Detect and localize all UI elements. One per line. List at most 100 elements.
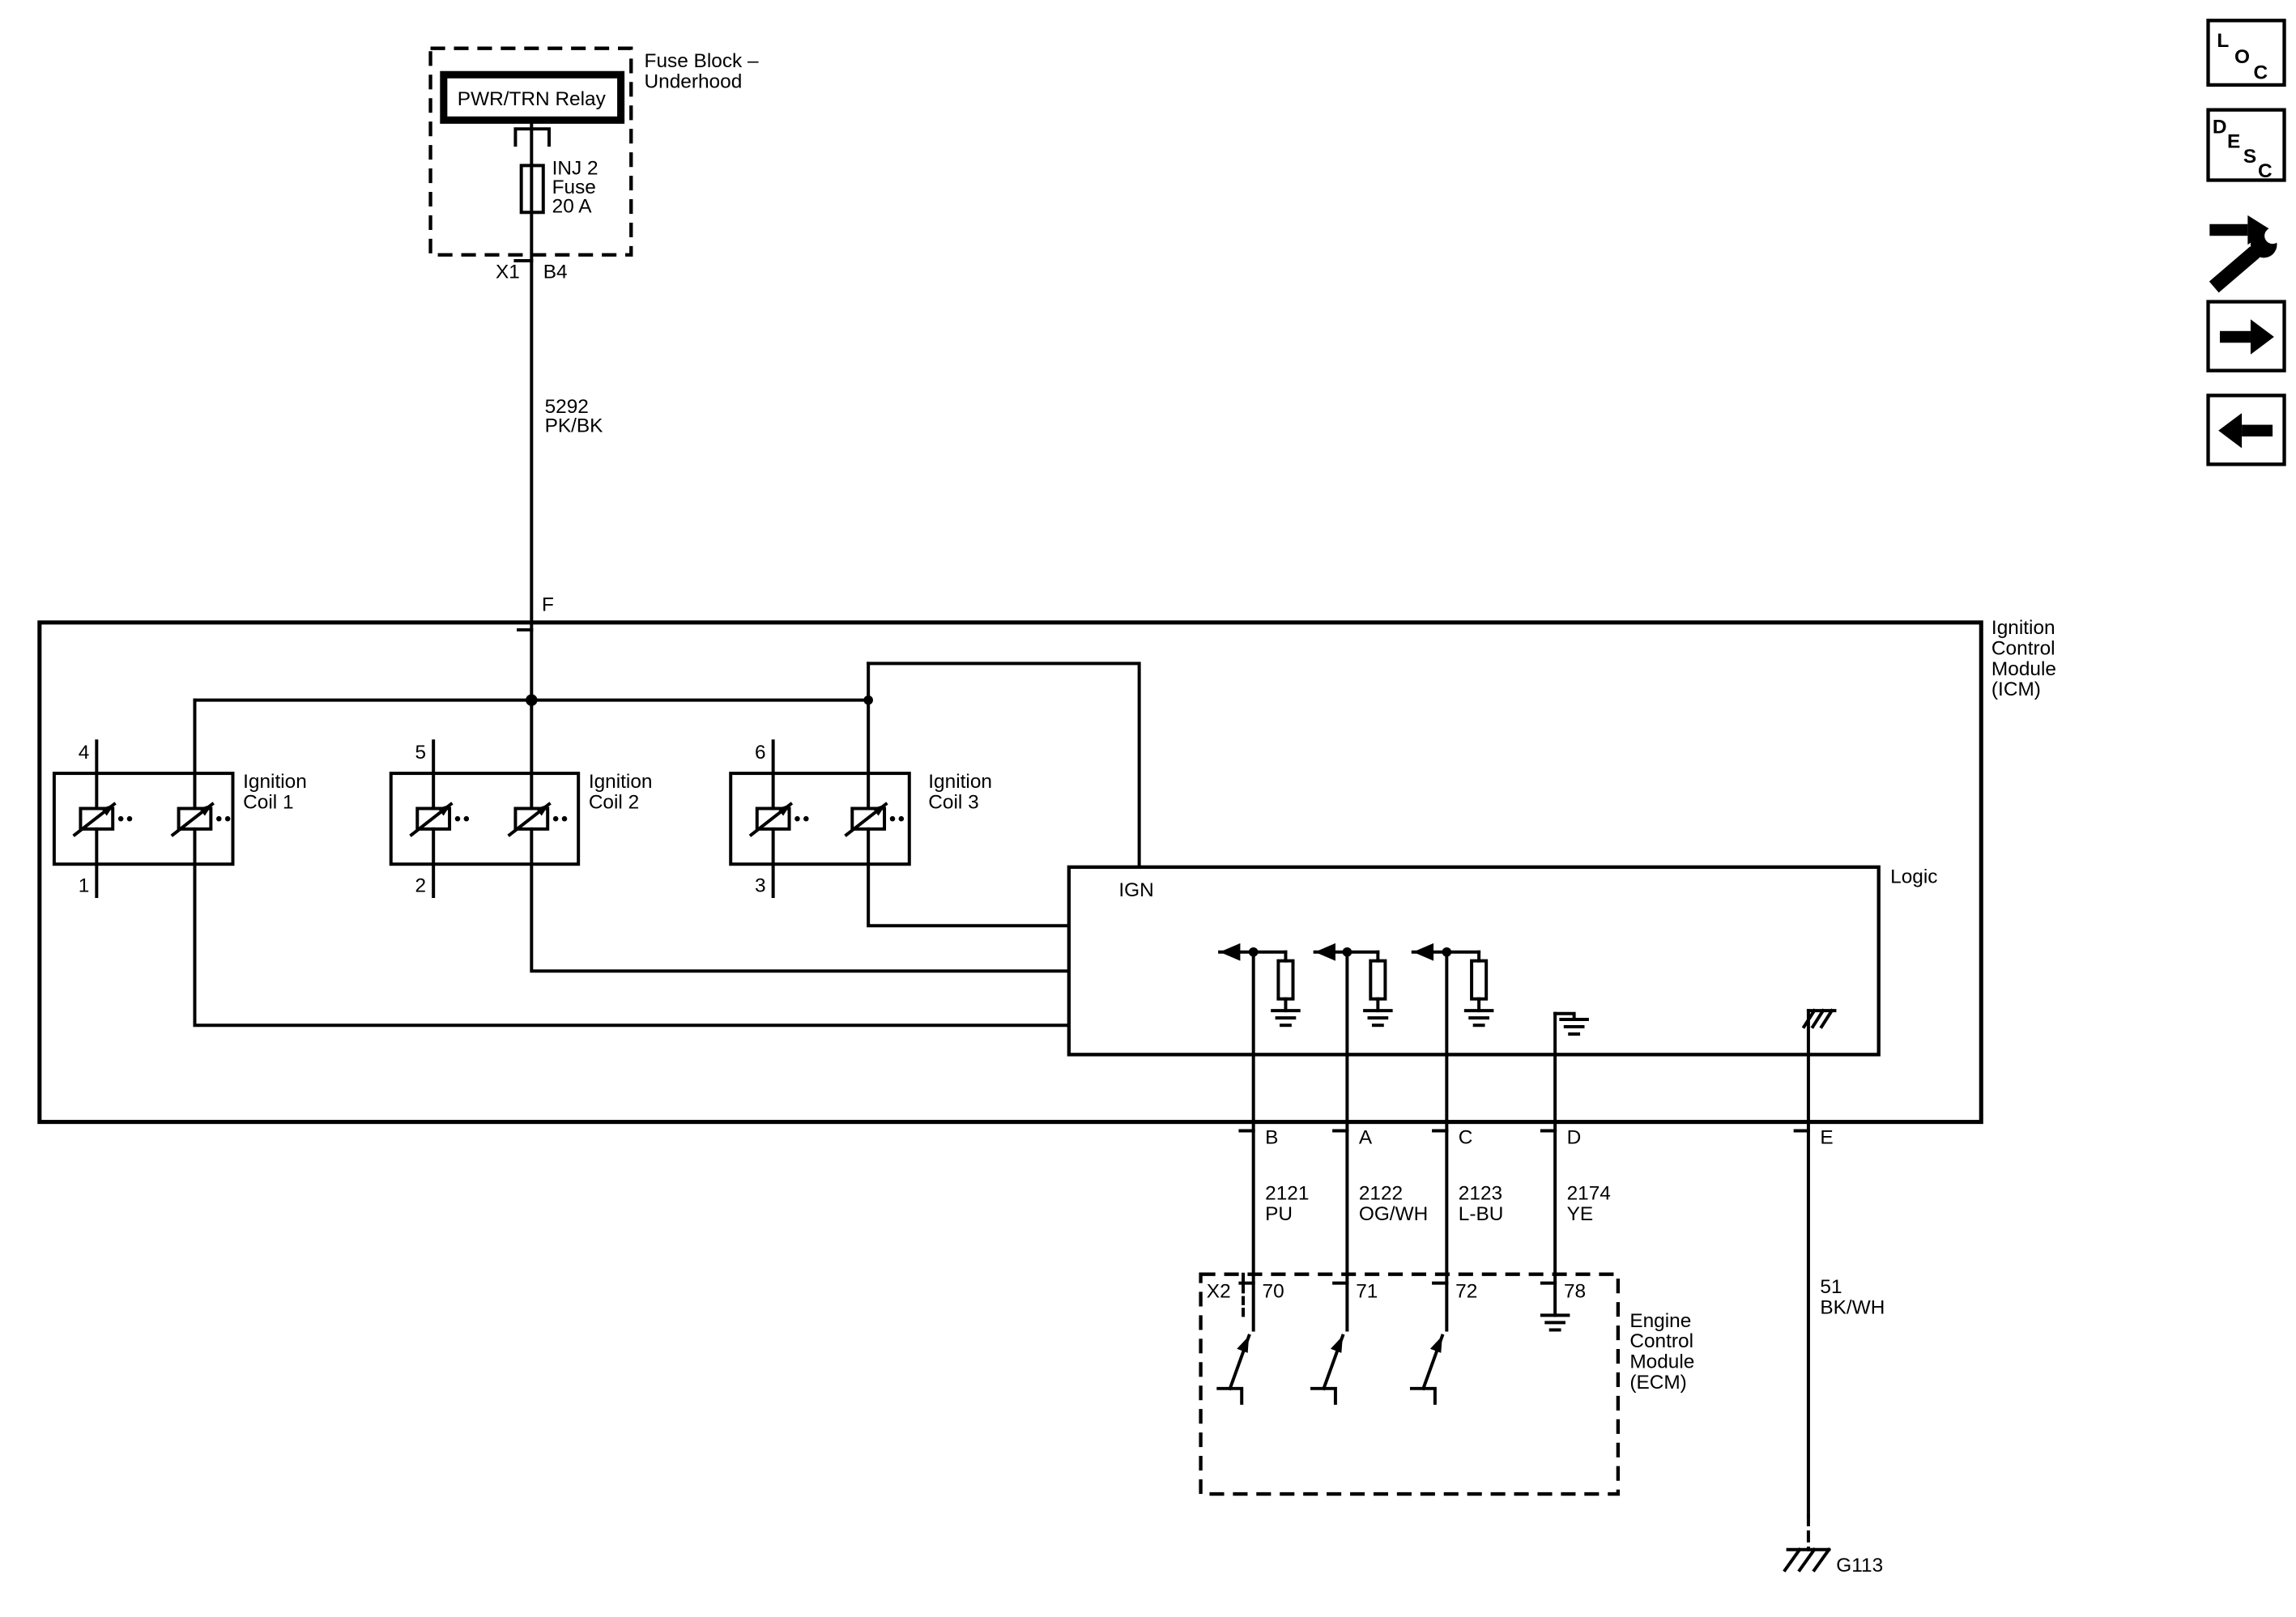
signal-wire-e: E 51 BK/WH	[1793, 1009, 1885, 1551]
pulldown-resistor	[1470, 959, 1489, 1001]
fuse-block-outline	[428, 46, 633, 257]
wire-2174-circuit: 2174	[1567, 1182, 1611, 1204]
coil1-label-1: Ignition	[243, 771, 307, 793]
ecm-pin-72-label: 72	[1455, 1281, 1477, 1303]
coil2-pin-top: 5	[415, 742, 427, 764]
back-button[interactable]	[2206, 394, 2286, 466]
connector-x1-label: X1	[496, 262, 520, 283]
icm-outline	[37, 620, 1983, 1125]
signal-wire-a: A 2122 OG/WH	[1332, 950, 1428, 1276]
ecm-label-3: Module	[1629, 1351, 1694, 1372]
fuse-block-title: Fuse Block –	[645, 50, 759, 72]
vehicle-tools-button[interactable]	[2209, 215, 2281, 293]
ecm-internal-ground-icon	[1540, 1313, 1570, 1332]
logic-channel-d	[1553, 1011, 1589, 1036]
wire-2123-color: L-BU	[1459, 1203, 1504, 1225]
coil1-pin-top: 4	[79, 742, 90, 764]
coil2-pin-bottom: 2	[415, 875, 427, 897]
ecm-label-2: Control	[1629, 1330, 1693, 1352]
coil1-driver-wire	[193, 827, 1071, 1028]
coil3-outline	[729, 772, 911, 866]
icm-module: Ignition Control Module (ICM)	[37, 617, 2056, 1125]
junction-dot	[526, 694, 538, 706]
coil3-primary-winding	[845, 802, 906, 837]
pulldown-resistor	[1276, 959, 1295, 1001]
coil3-pin-bottom: 3	[755, 875, 766, 897]
feed-wire: 5292 PK/BK F	[517, 118, 603, 811]
coil3-driver-wire	[867, 827, 1071, 928]
desc-letter-e: E	[2227, 131, 2240, 153]
coil1-outline	[52, 772, 235, 866]
logic-label: Logic	[1890, 866, 1937, 888]
ground-g113: G113	[1783, 1547, 1883, 1577]
ign-label: IGN	[1118, 879, 1153, 901]
icm-pin-f-label: F	[542, 594, 554, 615]
signal-wire-b: B 2121 PU	[1238, 950, 1309, 1276]
ecm-outline	[1199, 1272, 1621, 1496]
coil3-pin-top: 6	[755, 742, 766, 764]
logic-channel-c	[1411, 943, 1494, 1028]
wire-2123-circuit: 2123	[1459, 1182, 1502, 1204]
ground-icon	[1463, 1009, 1494, 1028]
ground-icon	[1363, 1009, 1393, 1028]
ecm-driver-icon	[1310, 1272, 1349, 1405]
coil3-secondary-winding	[749, 802, 811, 837]
coil2-primary-winding	[508, 802, 569, 837]
toolbar: L O C D E S C	[2206, 19, 2286, 466]
coil2-label-1: Ignition	[589, 771, 653, 793]
wire-2122-circuit: 2122	[1359, 1182, 1403, 1204]
coil2-outline	[389, 772, 581, 866]
ecm-pin-71-label: 71	[1356, 1281, 1378, 1303]
wire-5292-circuit: 5292	[545, 396, 589, 418]
fuse-label-2: Fuse	[552, 177, 596, 198]
ignition-coil-2: 5 2 Ignition Coil 2	[389, 739, 1071, 973]
ground-g113-label: G113	[1836, 1555, 1883, 1577]
wrench-arrow-icon	[2209, 215, 2281, 293]
pulldown-resistor	[1369, 959, 1387, 1001]
coil1-primary-winding	[171, 802, 232, 837]
wire-5292-color: PK/BK	[545, 415, 603, 437]
icm-pin-d-label: D	[1567, 1127, 1582, 1149]
loc-letter-o: O	[2234, 46, 2250, 68]
wire-2122-color: OG/WH	[1359, 1203, 1428, 1225]
coil1-label-2: Coil 1	[243, 791, 293, 813]
pin-b4-label: B4	[543, 262, 568, 283]
ground-icon	[1271, 1009, 1301, 1028]
ecm-driver-icon	[1409, 1272, 1449, 1405]
ignition-coil-1: 4 1 Ignition Coil 1	[52, 739, 1071, 1028]
fuse-label-3: 20 A	[552, 195, 593, 217]
icm-pin-c-label: C	[1459, 1127, 1473, 1149]
logic-outline	[1067, 865, 1881, 1057]
fuse-label-1: INJ 2	[552, 157, 598, 179]
icm-pin-e-label: E	[1820, 1127, 1833, 1149]
desc-letter-s: S	[2243, 146, 2256, 168]
ecm-pin-70-label: 70	[1263, 1281, 1284, 1303]
icm-label-1: Ignition	[1991, 617, 2055, 639]
fuse-block-title-2: Underhood	[645, 71, 743, 93]
logic-channel-a	[1313, 943, 1393, 1028]
coil3-label-2: Coil 3	[928, 791, 978, 813]
junction-dot	[863, 695, 873, 705]
coil1-secondary-winding	[73, 802, 134, 837]
logic-channel-b	[1218, 943, 1301, 1028]
loc-button[interactable]: L O C	[2206, 19, 2286, 87]
desc-letter-d: D	[2213, 117, 2227, 138]
power-distribution	[193, 662, 1141, 869]
pwr-trn-relay-label: PWR/TRN Relay	[458, 88, 607, 110]
icm-label-3: Module	[1991, 658, 2056, 680]
wire-2174-color: YE	[1567, 1203, 1594, 1225]
icm-label-4: (ICM)	[1991, 679, 2041, 700]
left-arrow-icon	[2218, 413, 2273, 449]
ground-icon	[1559, 1017, 1589, 1036]
wire-51-color: BK/WH	[1820, 1297, 1885, 1319]
wire-51-circuit: 51	[1820, 1276, 1842, 1298]
ignition-coil-3: 6 3 Ignition Coil 3	[729, 739, 1071, 928]
forward-button[interactable]	[2206, 300, 2286, 372]
coil2-label-2: Coil 2	[589, 791, 639, 813]
signal-wire-d: D 2174 YE	[1540, 1011, 1611, 1317]
ecm-label-4: (ECM)	[1629, 1372, 1686, 1394]
right-arrow-icon	[2219, 319, 2274, 355]
desc-letter-c: C	[2258, 160, 2273, 182]
desc-button[interactable]: D E S C	[2206, 108, 2286, 182]
